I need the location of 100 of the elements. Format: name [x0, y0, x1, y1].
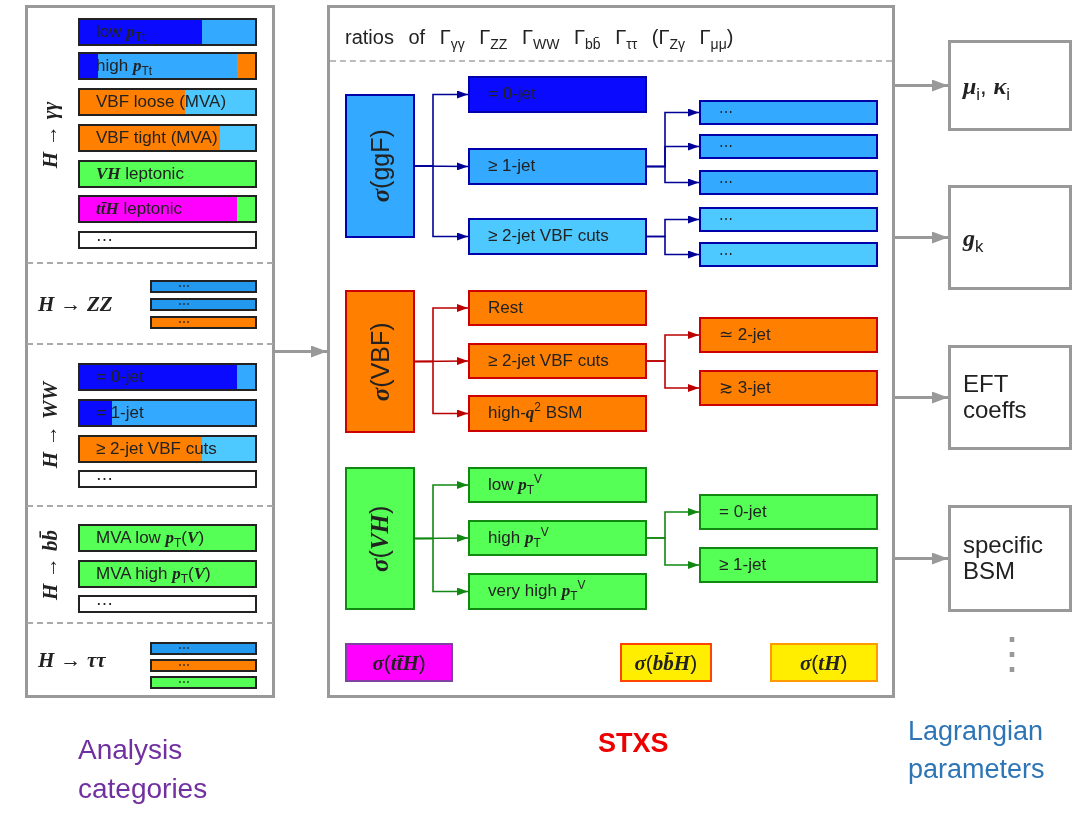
bar-label: VH leptonic [96, 164, 184, 184]
bar-label: MVA high p$_{T}$(V) [96, 564, 211, 584]
band-heading: H → bb̄ [37, 529, 63, 600]
category-bar [78, 231, 257, 249]
box-label: ≳ 3-jet [719, 378, 771, 398]
category-bar [78, 52, 257, 80]
bar-label: ⋯ [178, 659, 190, 673]
box-label: ≃ 2-jet [719, 325, 771, 345]
category-bar [78, 18, 257, 46]
band-heading: H → γγ [37, 101, 62, 168]
box-label: ⋯ [719, 212, 733, 228]
arrow [646, 360, 700, 392]
category-bar [78, 124, 257, 152]
parameter-label: g$_{k}$ [963, 224, 985, 251]
bar-label: ⋯ [96, 469, 113, 489]
box-label: Rest [488, 298, 523, 318]
bar-label: ⋯ [178, 642, 190, 656]
box-label: σ(ggF) [366, 129, 394, 203]
process-box [345, 290, 415, 433]
process-box [468, 290, 647, 326]
category-bar [78, 399, 257, 427]
band-heading: H → WW [38, 381, 63, 469]
caption: STXS [598, 727, 670, 760]
box-label: ⋯ [719, 105, 733, 121]
parameter-label: μ$_{i}$, κ$_{i}$ [963, 72, 1011, 99]
box-label: ≥ 2-jet VBF cuts [488, 227, 609, 246]
arrow [895, 552, 948, 565]
box-label: ≥ 1-jet [488, 157, 536, 176]
box-label: ⋯ [719, 175, 733, 191]
bar-label: = 1-jet [96, 403, 144, 423]
category-bar [78, 195, 257, 223]
bar-label: ⋯ [178, 280, 190, 294]
arrow [414, 537, 469, 596]
process-box [468, 520, 647, 556]
category-bar [78, 595, 257, 613]
category-bar [150, 316, 257, 329]
panel-box [25, 5, 275, 698]
bar-label: ⋯ [178, 298, 190, 312]
arrow [646, 165, 700, 187]
category-bar [150, 280, 257, 293]
ellipsis-mark: ⋮ [990, 627, 1020, 679]
arrow [275, 345, 327, 358]
category-bar [78, 160, 257, 188]
process-box [468, 218, 647, 255]
process-box [468, 573, 647, 610]
category-bar [78, 363, 257, 391]
caption: Analysis categories [78, 733, 209, 807]
process-box [468, 148, 647, 185]
box-label: σ(VH) [366, 505, 394, 572]
bar-label: low p$_{Tt}$ [96, 22, 146, 42]
box-label: σ(tH) [800, 650, 848, 675]
category-bar [150, 642, 257, 655]
box-label: high-q$^{2}$ BSM [488, 404, 583, 423]
process-box [699, 134, 878, 159]
process-box [345, 94, 415, 238]
band-heading: H → ττ [38, 648, 106, 673]
category-bar [150, 659, 257, 672]
process-box [699, 207, 878, 232]
process-box [345, 467, 415, 610]
box-label: = 0-jet [488, 85, 536, 104]
process-box [699, 100, 878, 125]
arrow [895, 231, 948, 244]
box-label: ≥ 1-jet [719, 555, 767, 575]
box-label: σ(VBF) [366, 321, 394, 401]
parameter-box [948, 505, 1072, 612]
box-label: ≥ 2-jet VBF cuts [488, 351, 609, 371]
parameter-box [948, 185, 1072, 290]
panel-box [327, 5, 895, 698]
arrow [414, 165, 469, 241]
caption: Lagrangian parameters [908, 715, 1046, 786]
process-box [468, 467, 647, 503]
category-bar [150, 676, 257, 689]
bar-label: ⋯ [178, 316, 190, 330]
arrow [895, 391, 948, 404]
process-box [620, 643, 712, 682]
bar-label: ⋯ [96, 594, 113, 614]
arrow [646, 537, 700, 569]
process-box [699, 317, 878, 353]
process-box [345, 643, 453, 682]
bar-label: = 0-jet [96, 367, 144, 387]
parameter-label: EFT coeffs [963, 371, 1028, 424]
category-bar [78, 524, 257, 552]
arrow [895, 79, 948, 92]
box-label: ⋯ [719, 139, 733, 155]
box-label: = 0-jet [719, 502, 767, 522]
parameter-box [948, 40, 1072, 131]
bar-label: ⋯ [178, 676, 190, 690]
box-label: ⋯ [719, 247, 733, 263]
category-bar [78, 560, 257, 588]
process-box [468, 343, 647, 379]
category-bar [150, 298, 257, 311]
process-box [699, 370, 878, 406]
band-heading: H → ZZ [38, 291, 113, 316]
category-bar [78, 435, 257, 463]
process-box [699, 170, 878, 195]
arrow [646, 235, 700, 259]
bar-label: ⋯ [96, 230, 113, 250]
process-box [699, 547, 878, 583]
process-box [699, 242, 878, 267]
parameter-box [948, 345, 1072, 450]
